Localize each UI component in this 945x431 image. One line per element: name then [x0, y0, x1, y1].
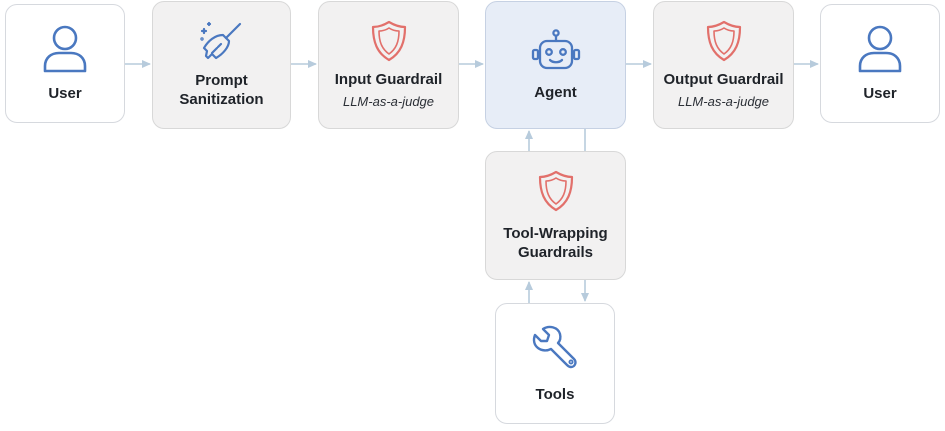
shield-icon — [706, 20, 741, 62]
wrench-icon — [532, 325, 577, 369]
broom-icon — [199, 21, 241, 60]
user-node-right: User — [820, 4, 940, 123]
robot-icon — [531, 28, 580, 69]
prompt-sanitization-node: Prompt Sanitization — [152, 1, 291, 129]
tool-wrapping-guardrails-label: Tool-Wrapping Guardrails — [503, 224, 608, 261]
output-guardrail-subtitle: LLM-as-a-judge — [677, 94, 770, 109]
agent-node: Agent — [485, 1, 626, 129]
input-guardrail-node: Input Guardrail LLM-as-a-judge — [318, 1, 459, 129]
input-guardrail-subtitle: LLM-as-a-judge — [342, 94, 435, 109]
shield-icon — [538, 170, 573, 211]
input-guardrail-label: Input Guardrail — [334, 71, 443, 88]
shield-icon — [371, 20, 406, 62]
tools-label: Tools — [535, 386, 575, 403]
user-left-label: User — [48, 85, 82, 102]
user-right-label: User — [863, 85, 897, 102]
output-guardrail-node: Output Guardrail LLM-as-a-judge — [653, 1, 794, 129]
agent-label: Agent — [534, 83, 577, 101]
prompt-sanitization-label: Prompt Sanitization — [179, 72, 264, 108]
tool-wrapping-guardrails-node: Tool-Wrapping Guardrails — [485, 151, 626, 280]
user-icon — [858, 25, 902, 73]
tools-node: Tools — [495, 303, 615, 424]
user-icon — [43, 25, 87, 73]
user-node-left: User — [5, 4, 125, 123]
output-guardrail-label: Output Guardrail — [663, 71, 784, 88]
